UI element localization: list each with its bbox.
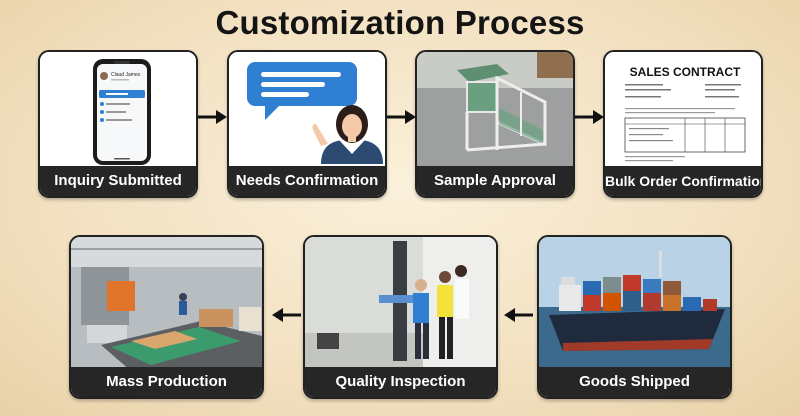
step-label: Quality Inspection xyxy=(305,367,496,397)
arrow-right-icon xyxy=(387,110,416,124)
phone-contact-name: Claud James xyxy=(111,72,141,78)
phone-inquiry-icon: Claud James xyxy=(40,52,196,167)
chicken-coop-sample xyxy=(417,52,573,167)
step-quality-inspection: Quality Inspection xyxy=(303,235,498,399)
step-label: Sample Approval xyxy=(417,166,573,196)
contract-heading: SALES CONTRACT xyxy=(630,65,741,79)
step-label: Goods Shipped xyxy=(539,367,730,397)
step-goods-shipped: Goods Shipped xyxy=(537,235,732,399)
cargo-ship xyxy=(539,237,730,371)
step-inquiry-submitted: Claud James Inquiry Submitted xyxy=(38,50,198,198)
step-label: Inquiry Submitted xyxy=(40,166,196,196)
inspection-machine xyxy=(305,237,496,371)
arrow-left-icon xyxy=(504,308,533,322)
step-bulk-order-confirmation: SALES CONTRACT Bulk Order Confirmation xyxy=(603,50,763,198)
step-label: Bulk Order Confirmation xyxy=(605,166,761,196)
step-sample-approval: Sample Approval xyxy=(415,50,575,198)
sales-contract-document: SALES CONTRACT xyxy=(605,52,761,167)
customer-speech-icon xyxy=(229,52,385,167)
page-title: Customization Process xyxy=(215,4,585,41)
step-needs-confirmation: Needs Confirmation xyxy=(227,50,387,198)
factory-production-line xyxy=(71,237,262,371)
arrow-right-icon xyxy=(575,110,604,124)
step-label: Needs Confirmation xyxy=(229,166,385,196)
arrow-right-icon xyxy=(198,110,227,124)
step-label: Mass Production xyxy=(71,367,262,397)
arrow-left-icon xyxy=(272,308,301,322)
step-mass-production: Mass Production xyxy=(69,235,264,399)
